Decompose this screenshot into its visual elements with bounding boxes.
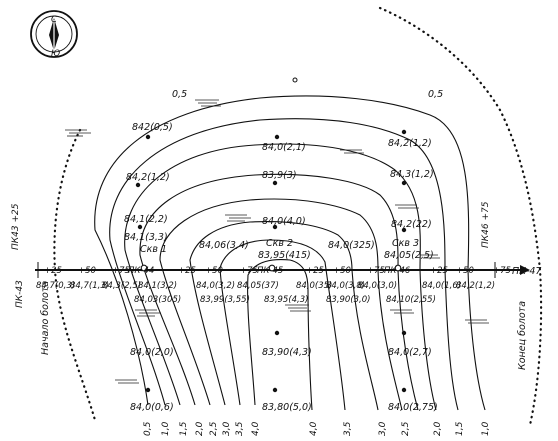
svg-text:ПК-45: ПК-45 — [257, 266, 283, 276]
svg-text:+50: +50 — [456, 266, 474, 276]
svg-text:Скв 1: Скв 1 — [140, 244, 167, 255]
svg-text:84,0(325): 84,0(325) — [328, 240, 375, 251]
picket-right: ПК-47 — [512, 266, 541, 277]
svg-text:3,5: 3,5 — [235, 421, 245, 436]
picket-left-plus: ПК43 +25 — [11, 203, 21, 250]
compass: С Ю — [30, 10, 78, 59]
svg-text:84,0(4,0): 84,0(4,0) — [262, 216, 306, 227]
svg-text:84,2(22): 84,2(22) — [391, 219, 432, 230]
point-labels-above: 842(0,5) 84,0(2,1) 84,2(1,2) 84,2(1,2) 8… — [124, 122, 434, 261]
svg-text:84,03(305): 84,03(305) — [134, 295, 181, 305]
svg-text:84,2(1,2): 84,2(1,2) — [126, 172, 170, 183]
svg-text:+75: +75 — [240, 266, 258, 276]
svg-text:83,80(5,0): 83,80(5,0) — [262, 402, 312, 413]
svg-text:84,0(2,1): 84,0(2,1) — [262, 142, 306, 153]
svg-text:Скв 2: Скв 2 — [266, 238, 293, 249]
svg-text:84,05(2,5): 84,05(2,5) — [384, 250, 434, 261]
svg-text:84,0(0,6): 84,0(0,6) — [130, 402, 174, 413]
svg-text:ПК-44: ПК-44 — [128, 266, 154, 276]
svg-text:4,0: 4,0 — [251, 421, 261, 436]
svg-text:84,2(1,2): 84,2(1,2) — [456, 281, 495, 291]
svg-text:84,7(0,3): 84,7(0,3) — [36, 281, 75, 291]
svg-text:84,0(1,6): 84,0(1,6) — [422, 281, 461, 291]
svg-text:0,5: 0,5 — [172, 89, 187, 100]
svg-text:83,9(3): 83,9(3) — [262, 170, 297, 181]
svg-text:84,1(2,2): 84,1(2,2) — [124, 214, 168, 225]
point-labels-below: 84,1(3,2) 84,0(3,2) 84,05(37) 84,0(35) 8… — [130, 281, 495, 413]
stations-row: +25 +50 +75 +25 +50 +75 +25 +50 +75 +25 … — [44, 266, 511, 276]
svg-text:+50: +50 — [78, 266, 96, 276]
svg-text:84,3(2,5): 84,3(2,5) — [102, 281, 141, 291]
chainage-values: 84,7(0,3) 84,7(1,3) 84,3(2,5) — [36, 281, 141, 291]
svg-text:+75: +75 — [367, 266, 385, 276]
svg-text:2,5: 2,5 — [209, 421, 219, 436]
svg-text:+25: +25 — [44, 266, 62, 276]
svg-text:0,5: 0,5 — [428, 89, 443, 100]
svg-text:83,90(4,3): 83,90(4,3) — [262, 347, 312, 358]
svg-text:84,0(3,2): 84,0(3,2) — [196, 281, 235, 291]
end-of-swamp-label: Конец болота — [517, 301, 528, 370]
picket-left: ПК-43 — [15, 280, 25, 308]
svg-text:84,7(1,3): 84,7(1,3) — [70, 281, 109, 291]
svg-text:+50: +50 — [205, 266, 223, 276]
svg-text:84,3(1,2): 84,3(1,2) — [390, 169, 434, 180]
svg-text:1,0: 1,0 — [161, 421, 171, 436]
svg-text:+25: +25 — [178, 266, 196, 276]
svg-text:+25: +25 — [430, 266, 448, 276]
svg-text:+50: +50 — [333, 266, 351, 276]
svg-text:+75: +75 — [493, 266, 511, 276]
contour-labels-top: 0,5 0,5 — [172, 89, 443, 100]
svg-text:83,95(4,3): 83,95(4,3) — [264, 295, 308, 305]
svg-text:842(0,5): 842(0,5) — [132, 122, 173, 133]
svg-text:84,0(3,0): 84,0(3,0) — [358, 281, 397, 291]
contour-labels-bottom: 0,5 1,0 1,5 2,0 2,5 3,0 3,5 4,0 4,0 3,5 … — [143, 421, 491, 436]
svg-text:84,0(2,0): 84,0(2,0) — [130, 347, 174, 358]
svg-text:1,5: 1,5 — [179, 421, 189, 436]
svg-text:84,05(37): 84,05(37) — [237, 281, 279, 291]
svg-text:83,90(3,0): 83,90(3,0) — [326, 295, 370, 305]
svg-text:83,99(3,55): 83,99(3,55) — [200, 295, 250, 305]
start-of-swamp-label: Начало болота — [40, 281, 51, 355]
svg-text:84,0(2,75): 84,0(2,75) — [388, 402, 438, 413]
bog-hatching — [65, 99, 489, 384]
svg-text:1,5: 1,5 — [455, 421, 465, 436]
svg-text:1,0: 1,0 — [481, 421, 491, 436]
svg-text:84,0(2,7): 84,0(2,7) — [388, 347, 432, 358]
svg-text:84,10(2,55): 84,10(2,55) — [386, 295, 436, 305]
svg-text:3,0: 3,0 — [378, 421, 388, 436]
svg-text:84,0(3,8): 84,0(3,8) — [326, 281, 365, 291]
svg-text:+75: +75 — [112, 266, 130, 276]
depth-contours — [94, 95, 486, 411]
svg-text:0,5: 0,5 — [143, 421, 153, 436]
survey-points — [135, 77, 407, 393]
svg-text:84,1(3,3): 84,1(3,3) — [124, 232, 168, 243]
svg-text:4,0: 4,0 — [309, 421, 319, 436]
compass-south-label: Ю — [51, 49, 60, 59]
svg-text:84,0(35): 84,0(35) — [296, 281, 332, 291]
svg-text:84,1(3,2): 84,1(3,2) — [138, 281, 177, 291]
svg-text:Скв 3: Скв 3 — [392, 238, 419, 249]
compass-north-label: С — [51, 15, 57, 25]
route-axis-ticks — [37, 262, 530, 278]
svg-text:84,2(1,2): 84,2(1,2) — [388, 138, 432, 149]
svg-text:ПК-46: ПК-46 — [384, 266, 411, 276]
svg-text:84,06(3,4): 84,06(3,4) — [199, 240, 249, 251]
svg-text:2,5: 2,5 — [401, 421, 411, 436]
svg-text:+25: +25 — [306, 266, 324, 276]
svg-text:2,0: 2,0 — [195, 421, 205, 436]
svg-text:3,5: 3,5 — [343, 421, 353, 436]
svg-text:83,95(415): 83,95(415) — [258, 250, 311, 261]
svg-text:3,0: 3,0 — [222, 421, 232, 436]
svg-text:2,0: 2,0 — [433, 421, 443, 436]
picket-right-plus: ПК46 +75 — [481, 201, 491, 248]
well-labels: Скв 1 Скв 2 Скв 3 — [140, 238, 419, 255]
